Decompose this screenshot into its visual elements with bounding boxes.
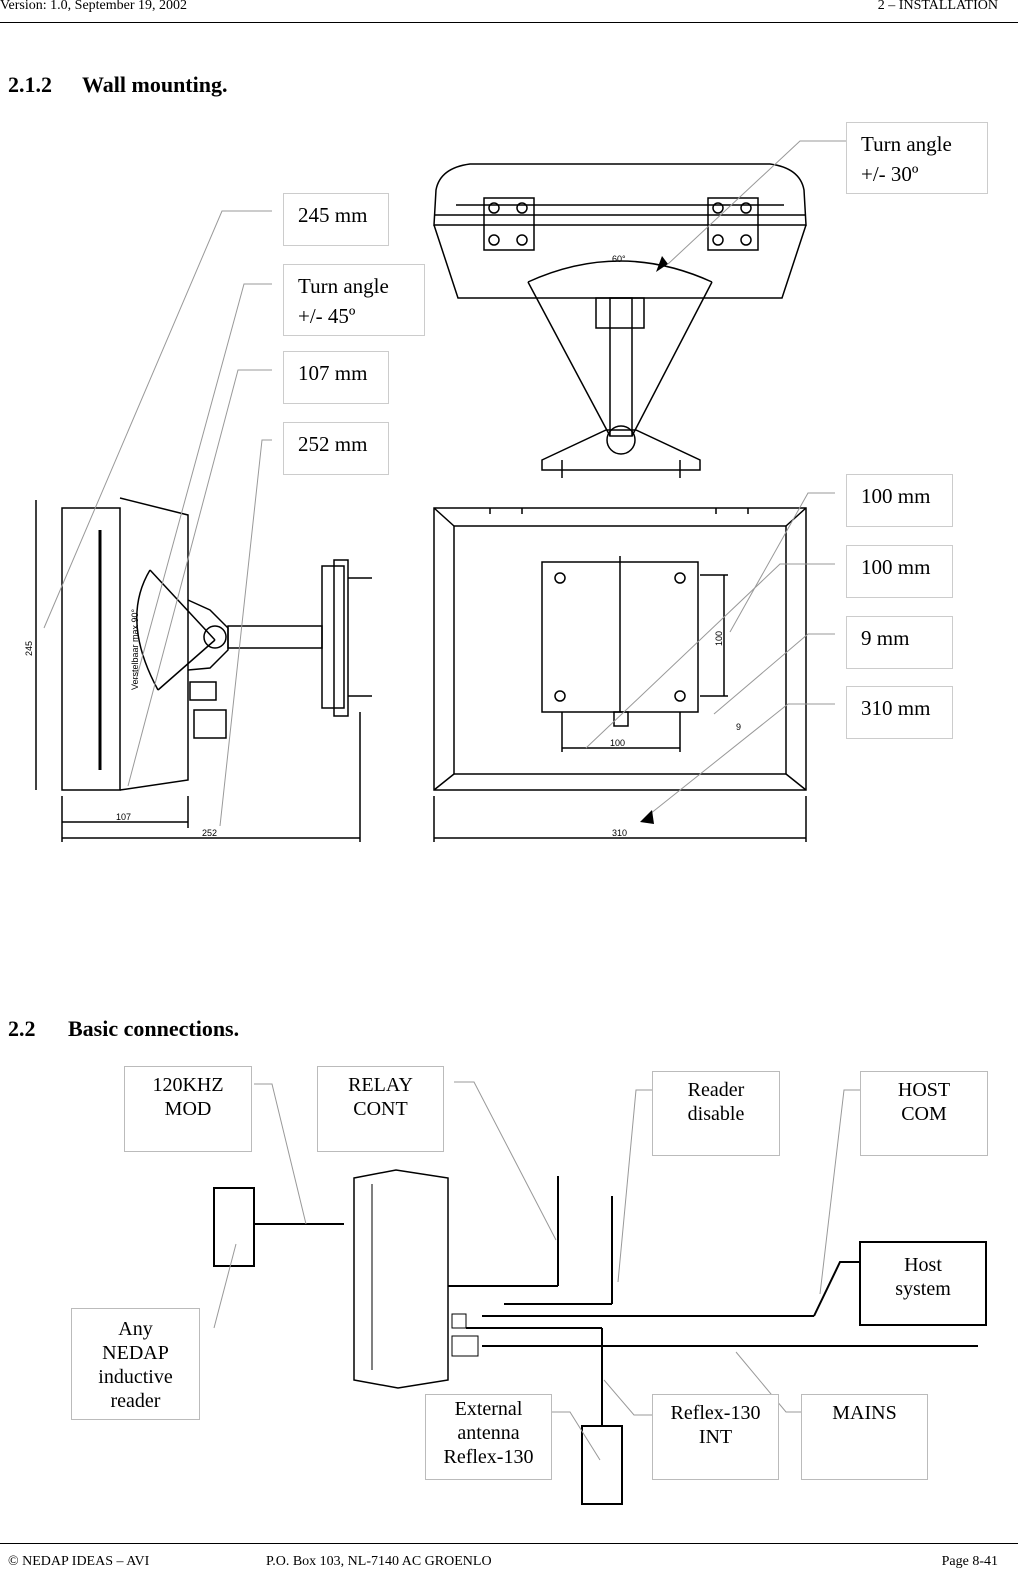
- callout-245mm: 245 mm: [283, 193, 389, 246]
- callout-line: +/- 30º: [861, 162, 919, 186]
- dim-252-label: 252: [202, 828, 217, 838]
- dim-100-vertical-label: 100: [714, 631, 724, 646]
- callout-line: Turn angle: [861, 132, 952, 156]
- callout-line: 245 mm: [298, 203, 368, 227]
- box-120khz-mod: 120KHZ MOD: [124, 1066, 252, 1152]
- dim-310-label: 310: [612, 828, 627, 838]
- box-line: Reader: [687, 1079, 745, 1101]
- arrow-marker: [640, 810, 654, 824]
- box-line: Host: [904, 1254, 942, 1276]
- callout-line: +/- 45º: [298, 304, 356, 328]
- box-host-system: Host system: [859, 1241, 987, 1326]
- box-line: External: [454, 1398, 523, 1420]
- callout-100mm-a: 100 mm: [846, 474, 953, 527]
- box-line: Reflex-130: [670, 1402, 761, 1424]
- connections-diagram: [213, 1169, 978, 1505]
- front-view-drawing: [433, 507, 807, 842]
- box-line: disable: [687, 1103, 745, 1125]
- box-line: COM: [901, 1103, 947, 1125]
- box-line: MAINS: [832, 1402, 897, 1424]
- page-header: Version: 1.0, September 19, 2002 2 – INS…: [0, 0, 1018, 23]
- box-line: 120KHZ: [152, 1074, 224, 1096]
- section-heading-wall-mounting: 2.1.2 Wall mounting.: [8, 72, 227, 98]
- section-title: Basic connections.: [68, 1016, 240, 1041]
- adjustable-label: Verstelbaar max 90°: [130, 608, 140, 690]
- box-line: HOST: [897, 1079, 951, 1101]
- box-line: RELAY: [348, 1074, 413, 1096]
- page-footer: © NEDAP IDEAS – AVI P.O. Box 103, NL-714…: [0, 1543, 1018, 1578]
- dim-107-label: 107: [116, 812, 131, 822]
- box-line: MOD: [164, 1098, 212, 1120]
- callout-turn-angle-30: Turn angle +/- 30º: [846, 122, 988, 194]
- footer-address: P.O. Box 103, NL-7140 AC GROENLO: [266, 1554, 492, 1569]
- dim-245-label: 245: [24, 641, 34, 656]
- footer-company: © NEDAP IDEAS – AVI: [8, 1554, 150, 1569]
- footer-page-number: Page 8-41: [941, 1554, 998, 1569]
- callout-turn-angle-45: Turn angle +/- 45º: [283, 264, 425, 336]
- arrow-marker: [656, 256, 668, 272]
- box-line: reader: [110, 1390, 161, 1412]
- box-reflex-130-int: Reflex-130 INT: [652, 1394, 779, 1480]
- box-relay-cont: RELAY CONT: [317, 1066, 444, 1152]
- callout-line: 252 mm: [298, 432, 368, 456]
- dim-100-horizontal-label: 100: [610, 738, 625, 748]
- callout-100mm-b: 100 mm: [846, 545, 953, 598]
- box-any-nedap-reader: Any NEDAP inductive reader: [71, 1308, 200, 1420]
- callout-252mm: 252 mm: [283, 422, 389, 475]
- section-title: Wall mounting.: [82, 72, 228, 97]
- angle-label: 60°: [612, 254, 626, 264]
- callout-9mm: 9 mm: [846, 616, 953, 669]
- callout-line: 100 mm: [861, 555, 931, 579]
- section-number: 2.1.2: [8, 72, 52, 97]
- box-host-com: HOST COM: [860, 1071, 988, 1156]
- box-line: inductive: [98, 1366, 173, 1388]
- box-external-antenna: External antenna Reflex-130: [425, 1394, 552, 1480]
- callout-line: 310 mm: [861, 696, 931, 720]
- side-view-drawing: [35, 497, 372, 842]
- dim-9-label: 9: [736, 722, 741, 732]
- callout-line: 107 mm: [298, 361, 368, 385]
- section-heading-basic-connections: 2.2 Basic connections.: [8, 1016, 239, 1042]
- callout-107mm: 107 mm: [283, 351, 389, 404]
- section-number: 2.2: [8, 1016, 36, 1041]
- chapter-text: 2 – INSTALLATION: [877, 0, 998, 13]
- top-view-drawing: [433, 163, 807, 478]
- callout-line: Turn angle: [298, 274, 389, 298]
- box-line: system: [895, 1278, 951, 1300]
- box-line: CONT: [353, 1098, 408, 1120]
- box-line: INT: [698, 1426, 733, 1448]
- version-text: Version: 1.0, September 19, 2002: [0, 0, 188, 13]
- callout-310mm: 310 mm: [846, 686, 953, 739]
- callout-line: 100 mm: [861, 484, 931, 508]
- box-line: Any: [118, 1318, 153, 1340]
- callout-line: 9 mm: [861, 626, 910, 650]
- box-line: Reflex-130: [443, 1446, 534, 1468]
- box-line: NEDAP: [102, 1342, 169, 1364]
- box-reader-disable: Reader disable: [652, 1071, 780, 1156]
- box-line: antenna: [457, 1422, 520, 1444]
- box-mains: MAINS: [801, 1394, 928, 1480]
